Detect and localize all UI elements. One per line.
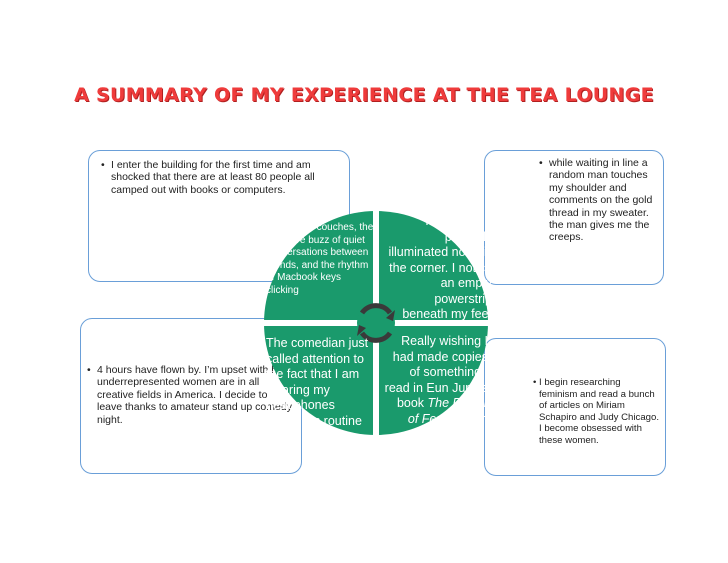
quadrant-bottom-right-text: Really wishing I had made copies of some… xyxy=(384,334,488,427)
quadrant-top-right-text: I slide into a perfectly illuminated noo… xyxy=(388,214,492,321)
card-bottom-left-text: 4 hours have flown by. I’m upset with ho… xyxy=(85,364,295,426)
card-bottom-left: 4 hours have flown by. I’m upset with ho… xyxy=(80,318,302,474)
card-bottom-right: I begin researching feminism and read a … xyxy=(484,338,666,476)
cycle-arrows-icon xyxy=(357,303,395,343)
card-top-left-text: I enter the building for the first time … xyxy=(99,159,341,196)
page-title: A SUMMARY OF MY EXPERIENCE AT THE TEA LO… xyxy=(74,84,654,106)
card-bottom-right-text: I begin researching feminism and read a … xyxy=(533,377,659,447)
book-title: The Power of Feminist Art xyxy=(407,396,488,426)
quadrant-bottom-left-text: The comedian just called attention to th… xyxy=(266,336,369,428)
card-top-right-text: while waiting in line a random man touch… xyxy=(537,157,655,244)
quadrant-bottom-right-body: Really wishing I had made copies of some… xyxy=(384,334,488,410)
quadrant-top-left-text: Thrift store couches, the cohesive buzz … xyxy=(266,222,374,296)
card-top-right: while waiting in line a random man touch… xyxy=(484,150,664,285)
